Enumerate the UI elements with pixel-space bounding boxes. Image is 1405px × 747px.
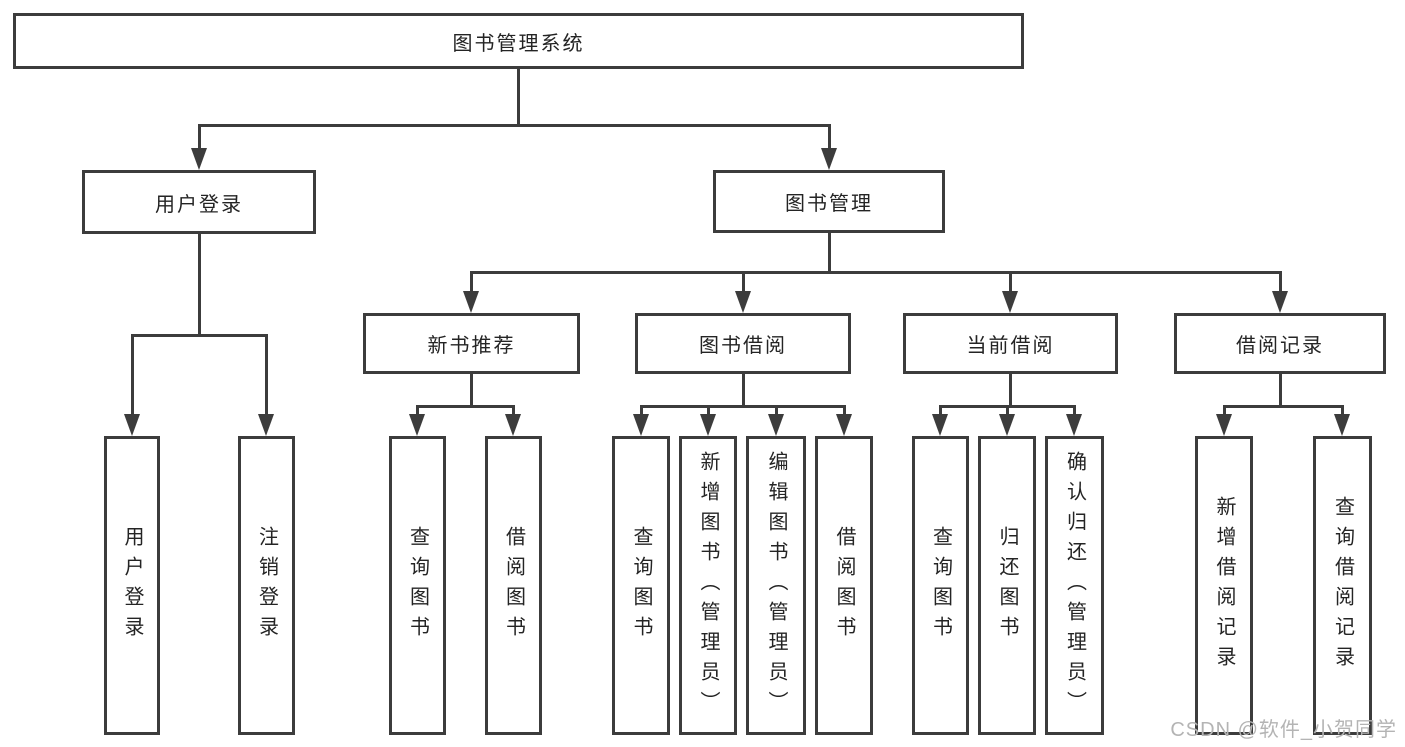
node-label: 图书管理 xyxy=(785,193,873,215)
connector-line xyxy=(1223,405,1344,408)
node-new-book-recommendation: 新书推荐 xyxy=(363,313,580,374)
connector-line xyxy=(265,334,268,416)
connector-line xyxy=(470,373,473,407)
arrowhead xyxy=(505,414,521,436)
leaf-label: 查询图书 xyxy=(630,525,652,646)
leaf-label: 用户登录 xyxy=(121,525,143,646)
connector-line xyxy=(640,405,643,416)
connector-line xyxy=(1223,405,1226,416)
connector-line xyxy=(775,405,778,416)
node-book-management: 图书管理 xyxy=(713,170,945,233)
leaf-user-login: 用户登录 xyxy=(104,436,160,735)
connector-line xyxy=(131,334,268,337)
connector-line xyxy=(470,271,473,293)
arrowhead xyxy=(258,414,274,436)
connector-line xyxy=(1073,405,1076,416)
leaf-label: 归还图书 xyxy=(996,525,1018,646)
leaf-logout: 注销登录 xyxy=(238,436,295,735)
connector-line xyxy=(1006,405,1009,416)
leaf-label: 编辑图书（管理员） xyxy=(765,450,787,721)
leaf-label: 查询借阅记录 xyxy=(1331,495,1354,676)
arrowhead xyxy=(1334,414,1350,436)
arrowhead xyxy=(633,414,649,436)
connector-line xyxy=(828,124,831,150)
connector-line xyxy=(1009,271,1012,293)
csdn-watermark: CSDN @软件_小贺同学 xyxy=(1170,719,1397,741)
arrowhead xyxy=(1002,291,1018,313)
arrowhead xyxy=(124,414,140,436)
leaf-query-books-borrowing: 查询图书 xyxy=(612,436,670,735)
connector-line xyxy=(416,405,419,416)
node-label: 新书推荐 xyxy=(427,335,516,357)
arrowhead xyxy=(1216,414,1232,436)
connector-line xyxy=(416,405,515,408)
connector-line xyxy=(517,69,520,126)
connector-line xyxy=(198,124,831,127)
leaf-query-books-recommend: 查询图书 xyxy=(389,436,446,735)
connector-line xyxy=(707,405,710,416)
leaf-add-books-admin: 新增图书（管理员） xyxy=(679,436,737,735)
connector-line xyxy=(640,405,846,408)
arrowhead xyxy=(768,414,784,436)
connector-line xyxy=(939,405,942,416)
connector-line xyxy=(843,405,846,416)
connector-line xyxy=(1009,373,1012,407)
leaf-label: 新增图书（管理员） xyxy=(697,450,719,721)
leaf-label: 确认归还（管理员） xyxy=(1063,450,1086,721)
leaf-label: 新增借阅记录 xyxy=(1213,495,1235,676)
leaf-add-borrow-record: 新增借阅记录 xyxy=(1195,436,1253,735)
leaf-return-books: 归还图书 xyxy=(978,436,1036,735)
leaf-label: 查询图书 xyxy=(929,525,952,646)
leaf-label: 借阅图书 xyxy=(502,525,525,646)
arrowhead xyxy=(700,414,716,436)
arrowhead xyxy=(463,291,479,313)
connector-line xyxy=(512,405,515,416)
connector-line xyxy=(742,271,745,293)
connector-line xyxy=(742,373,745,407)
connector-line xyxy=(198,233,201,336)
arrowhead xyxy=(735,291,751,313)
arrowhead xyxy=(409,414,425,436)
node-label: 图书借阅 xyxy=(699,335,787,357)
leaf-label: 借阅图书 xyxy=(833,525,855,646)
leaf-label: 注销登录 xyxy=(255,525,278,646)
node-label: 用户登录 xyxy=(155,193,243,216)
arrowhead xyxy=(821,148,837,170)
connector-line xyxy=(131,334,134,416)
leaf-borrow-books-recommend: 借阅图书 xyxy=(485,436,542,735)
arrowhead xyxy=(932,414,948,436)
arrowhead xyxy=(1272,291,1288,313)
connector-line xyxy=(1279,271,1282,293)
node-book-borrowing: 图书借阅 xyxy=(635,313,851,374)
connector-line xyxy=(198,124,201,150)
connector-line xyxy=(470,271,1282,274)
leaf-edit-books-admin: 编辑图书（管理员） xyxy=(746,436,806,735)
node-library-management-system: 图书管理系统 xyxy=(13,13,1024,69)
leaf-label: 查询图书 xyxy=(406,525,429,646)
leaf-query-borrow-record: 查询借阅记录 xyxy=(1313,436,1372,735)
node-label: 借阅记录 xyxy=(1236,335,1324,357)
arrowhead xyxy=(191,148,207,170)
leaf-confirm-return-admin: 确认归还（管理员） xyxy=(1045,436,1104,735)
node-user-login: 用户登录 xyxy=(82,170,316,234)
node-label: 图书管理系统 xyxy=(452,32,585,55)
node-current-borrowing: 当前借阅 xyxy=(903,313,1118,374)
connector-line xyxy=(1279,373,1282,407)
arrowhead xyxy=(1066,414,1082,436)
arrowhead xyxy=(999,414,1015,436)
connector-line xyxy=(1341,405,1344,416)
node-label: 当前借阅 xyxy=(966,335,1055,357)
leaf-query-books-current: 查询图书 xyxy=(912,436,969,735)
node-borrowing-records: 借阅记录 xyxy=(1174,313,1386,374)
arrowhead xyxy=(836,414,852,436)
connector-line xyxy=(828,232,831,274)
leaf-borrow-books-borrowing: 借阅图书 xyxy=(815,436,873,735)
